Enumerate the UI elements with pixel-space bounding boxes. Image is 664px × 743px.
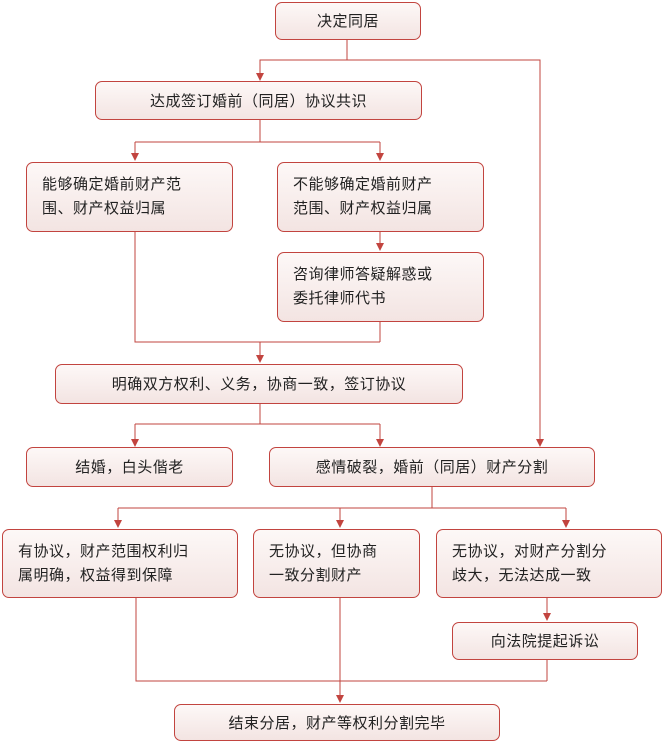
edge-consensus-split (135, 120, 380, 143)
node-marry: 结婚，白头偕老 (26, 447, 233, 487)
node-end: 结束分居，财产等权利分割完毕 (174, 704, 500, 741)
node-can-determine: 能够确定婚前财产范 围、财产权益归属 (26, 162, 233, 232)
node-has-agreement: 有协议，财产范围权利归 属明确，权益得到保障 (2, 529, 238, 598)
node-sue: 向法院提起诉讼 (452, 622, 638, 660)
node-decide: 决定同居 (275, 2, 421, 40)
edge-decide-to-breakup (347, 59, 544, 447)
node-consult-lawyer: 咨询律师答疑解惑或 委托律师代书 (277, 252, 484, 322)
node-clarify-rights: 明确双方权利、义务，协商一致，签订协议 (55, 364, 463, 404)
node-cannot-determine: 不能够确定婚前财产 范围、财产权益归属 (277, 162, 484, 232)
node-breakup: 感情破裂，婚前（同居）财产分割 (269, 447, 595, 487)
edge-breakup-split (118, 486, 566, 509)
node-no-agreement-consensus: 无协议，但协商 一致分割财产 (253, 529, 420, 598)
edge-has-to-end (135, 598, 547, 682)
node-agreement-consensus: 达成签订婚前（同居）协议共识 (95, 81, 422, 120)
edge-can-to-clarify (134, 232, 380, 343)
edge-decide-to-consensus (256, 40, 348, 81)
node-no-agreement-dispute: 无协议，对财产分割分 歧大，无法达成一致 (436, 529, 662, 598)
edge-clarify-split (135, 404, 380, 425)
